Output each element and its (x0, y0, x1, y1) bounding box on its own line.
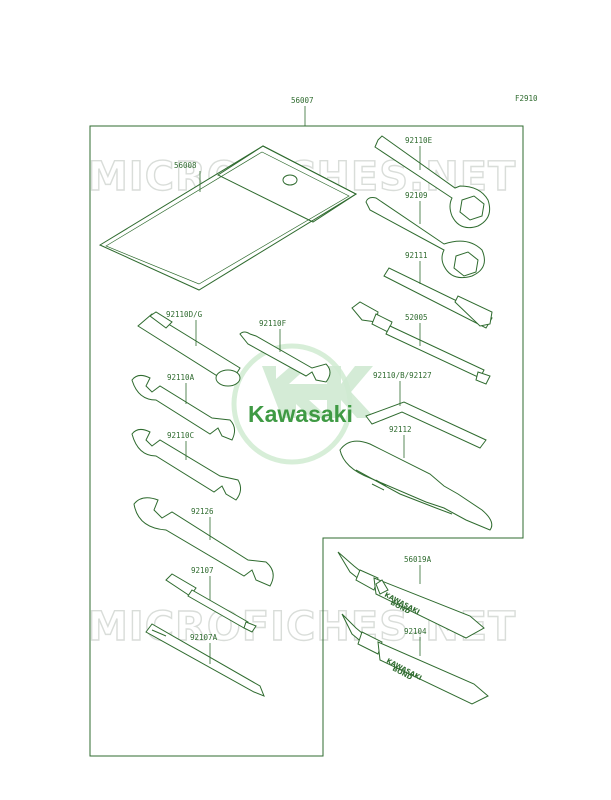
label-92110dg: 92110D/G (166, 310, 203, 319)
hex-wrench-92110b-92127 (365, 401, 487, 449)
pliers-92112 (339, 440, 493, 531)
label-56007: 56007 (291, 96, 314, 105)
kawasaki-logo: Kawasaki (231, 343, 375, 465)
spoke-wrench-52005 (351, 301, 491, 385)
wrench-92110a (131, 374, 236, 441)
screwdriver-92107 (165, 573, 257, 633)
kit-frame (89, 125, 524, 757)
ring-wrench-92109 (365, 197, 485, 279)
label-52005: 52005 (405, 313, 428, 322)
label-92110a: 92110A (167, 373, 195, 382)
bar-92111 (383, 267, 493, 329)
label-92110c: 92110C (167, 431, 194, 440)
wrench-92110c (131, 428, 242, 501)
label-56008: 56008 (174, 161, 197, 170)
wrench-92126 (133, 497, 274, 587)
label-92107a: 92107A (190, 633, 218, 642)
label-92110f: 92110F (259, 319, 287, 328)
label-92110e: 92110E (405, 136, 433, 145)
tool-bag (98, 145, 358, 291)
label-92112: 92112 (389, 425, 412, 434)
label-92111: 92111 (405, 251, 428, 260)
figure-code: F2910 (515, 94, 538, 103)
bond-tube-56019a: KAWASAKI BOND (337, 551, 485, 639)
label-92109: 92109 (405, 191, 428, 200)
box-wrench-92110dg (137, 311, 241, 387)
label-92107: 92107 (191, 566, 214, 575)
ring-wrench-92110e (374, 135, 491, 229)
label-56019a: 56019A (404, 555, 432, 564)
kawasaki-logo-text: Kawasaki (248, 401, 353, 427)
screwdriver-tip-92107a (145, 623, 265, 697)
wrench-92110f (239, 331, 331, 383)
label-92104: 92104 (404, 627, 427, 636)
label-92110b-92127: 92110/B/92127 (373, 371, 432, 380)
label-92126: 92126 (191, 507, 214, 516)
